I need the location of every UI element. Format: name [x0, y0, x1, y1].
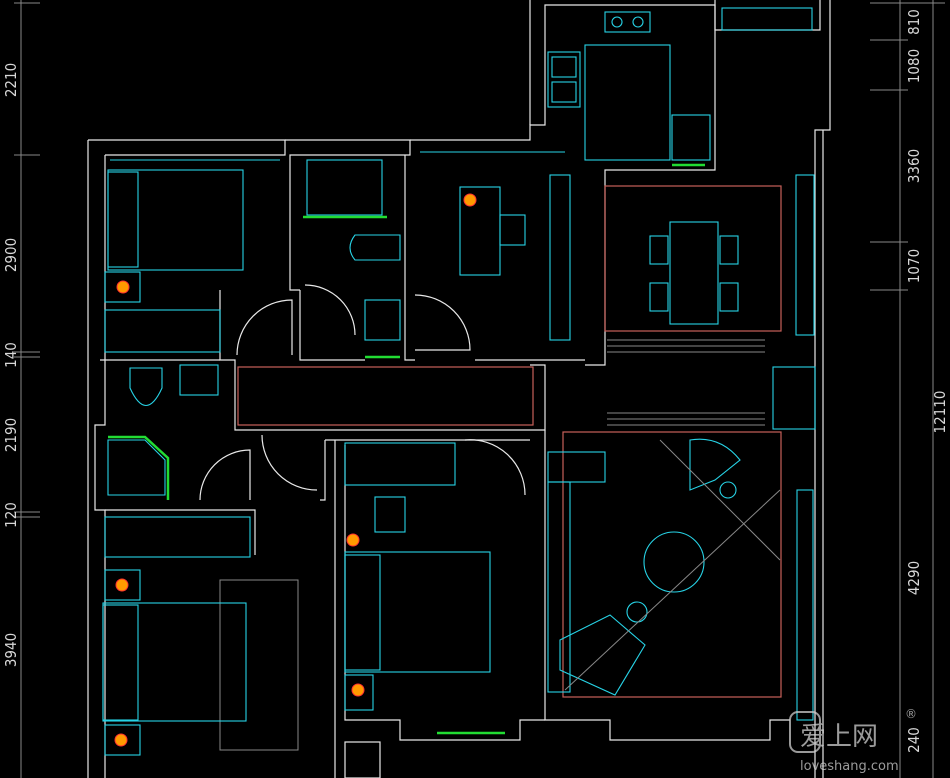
- bedroom-top-left: [104, 159, 280, 353]
- dim-right-3: 3360: [905, 149, 923, 183]
- doors: [199, 284, 526, 735]
- dim-right-5: 4290: [905, 561, 923, 595]
- dim-left-1: 2210: [2, 63, 20, 97]
- dining-area: [604, 174, 816, 430]
- study: [420, 151, 571, 341]
- dim-right-total: 12110: [931, 391, 949, 434]
- bathroom-left: [107, 364, 219, 500]
- watermark-brand: 爱上网: [800, 722, 878, 752]
- dim-right-4: 1070: [905, 249, 923, 283]
- dim-right-6: 240: [905, 727, 923, 753]
- walls: [87, 0, 831, 778]
- right-dimension-axis: [870, 0, 945, 778]
- corridor-cabinet: [237, 366, 534, 426]
- watermark-registered: ®: [905, 707, 917, 721]
- balcony-fixture: [344, 741, 381, 778]
- bedroom-middle: [344, 442, 491, 711]
- bedroom-bottom-left: [102, 516, 299, 756]
- living-room: [547, 431, 814, 721]
- watermark-logo: 爱上网 loveshang.com ®: [789, 707, 917, 774]
- watermark-url: loveshang.com: [800, 759, 899, 774]
- dim-right-1: 810: [905, 9, 923, 35]
- dim-left-2: 2900: [2, 238, 20, 272]
- dim-right-2: 1080: [905, 49, 923, 83]
- dim-left-4: 2190: [2, 418, 20, 452]
- left-dimension-axis: [14, 0, 40, 778]
- dim-left-3: 140: [2, 342, 20, 368]
- ceiling-lights: [114, 193, 737, 747]
- bathroom-top: [303, 159, 401, 359]
- kitchen: [547, 7, 813, 167]
- dim-left-5: 120: [2, 502, 20, 528]
- dim-left-6: 3940: [2, 633, 20, 667]
